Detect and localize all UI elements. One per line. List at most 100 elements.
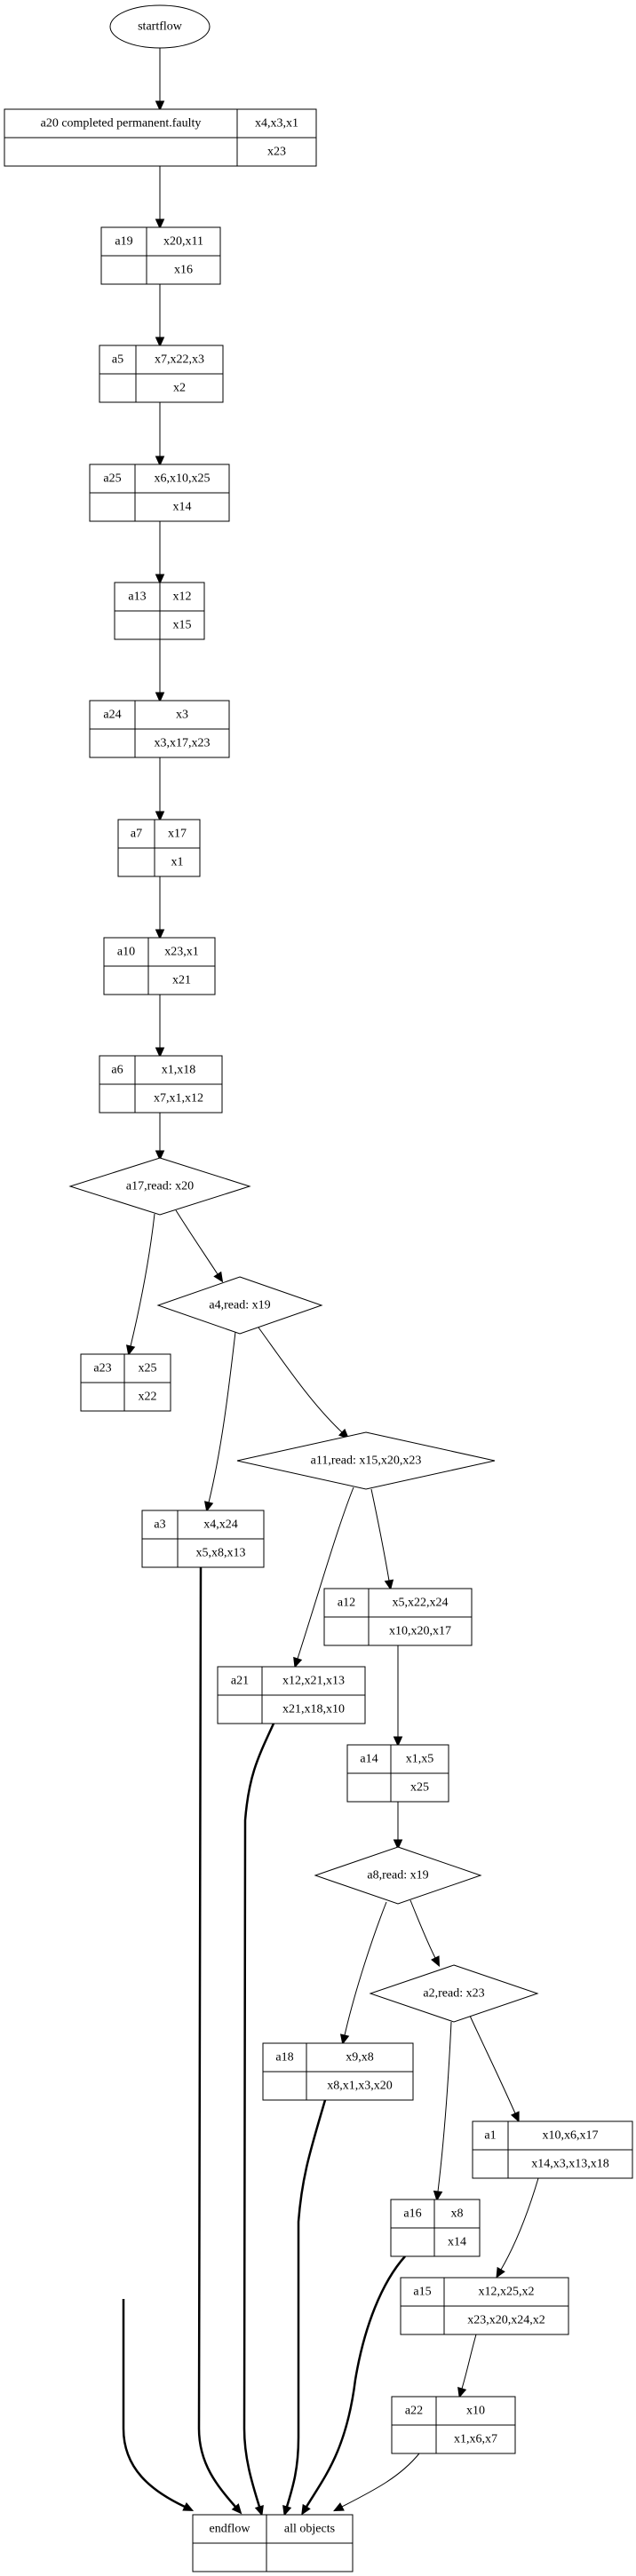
edge-a11-to-a12: [370, 1488, 394, 1591]
decision-label: a8,read: x19: [367, 1869, 428, 1882]
edge-a15-to-a22: [457, 2334, 477, 2398]
edge-a8-to-a2: [409, 1899, 440, 1968]
edge-a4-to-a11: [258, 1327, 350, 1439]
decision-a4[interactable]: a4,read: x19: [156, 1276, 323, 1335]
write-objects: x23,x20,x24,x2: [467, 2314, 545, 2327]
edge-line: [175, 1209, 219, 1275]
start-label: startflow: [138, 20, 183, 34]
arrowhead-icon: [384, 1579, 394, 1591]
node-a16[interactable]: a16 x8 x14: [390, 2199, 481, 2257]
read-objects: x23,x1: [164, 946, 199, 959]
edge-a12-to-a14: [393, 1645, 403, 1748]
edge-a23-to-endflow: [122, 2299, 195, 2511]
read-objects: x25: [139, 1362, 157, 1375]
arrowhead-icon: [282, 2504, 292, 2517]
edge-a8-to-a18: [339, 1901, 387, 2045]
arrowhead-icon: [433, 2190, 443, 2202]
read-objects: x7,x22,x3: [155, 353, 204, 367]
read-objects: x8: [451, 2207, 464, 2221]
edge-line: [297, 1486, 354, 1660]
read-objects: x4,x3,x1: [255, 117, 298, 131]
edge-a7-to-a10: [155, 876, 165, 940]
activity-label: a16: [403, 2207, 421, 2221]
edge-a17-to-a23: [125, 1213, 155, 1356]
activity-label: a21: [231, 1675, 249, 1688]
arrowhead-icon: [431, 1955, 440, 1968]
edges-layer: [122, 48, 539, 2517]
read-objects: x4,x24: [203, 1518, 238, 1532]
arrowhead-icon: [393, 1839, 403, 1851]
decision-a11[interactable]: a11,read: x15,x20,x23: [236, 1431, 496, 1490]
edge-line: [285, 2099, 327, 2508]
arrowhead-icon: [293, 1656, 303, 1668]
edge-a24-to-a7: [155, 757, 165, 822]
decision-a8[interactable]: a8,read: x19: [314, 1846, 482, 1905]
activity-label: a18: [275, 2051, 293, 2065]
edge-line: [341, 2453, 420, 2508]
activity-label: a1: [484, 2129, 496, 2143]
arrowhead-icon: [155, 574, 165, 585]
arrowhead-icon: [339, 2033, 350, 2045]
activity-label: a23: [93, 1362, 111, 1375]
edge-line: [437, 2021, 452, 2192]
edge-a20-to-a19: [155, 166, 165, 230]
activity-label: a3: [154, 1518, 165, 1532]
arrowhead-icon: [182, 2502, 195, 2511]
edge-a6-to-a17: [155, 1113, 165, 1161]
write-objects: x25: [410, 1781, 429, 1795]
edge-a2-to-a1: [469, 2015, 520, 2123]
activity-label: a5: [112, 353, 123, 367]
write-objects: x14: [448, 2236, 466, 2249]
decision-diamond: [236, 1431, 496, 1490]
read-objects: x6,x10,x25: [155, 472, 211, 486]
edge-line: [130, 1213, 155, 1347]
read-objects: x1,x18: [162, 1064, 196, 1077]
node-a5[interactable]: a5 x7,x22,x3 x2: [99, 345, 224, 403]
read-objects: x10,x6,x17: [543, 2129, 599, 2143]
read-objects: x9,x8: [346, 2051, 374, 2065]
read-objects: x1,x5: [406, 1753, 434, 1766]
edge-line: [461, 2334, 477, 2390]
decision-label: a4,read: x19: [209, 1299, 270, 1312]
activity-label: a13: [128, 590, 146, 604]
node-a25[interactable]: a25 x6,x10,x25 x14: [89, 464, 230, 522]
write-objects: x1,x6,x7: [454, 2433, 497, 2446]
arrowhead-icon: [125, 1344, 136, 1356]
write-objects: x2: [173, 382, 186, 395]
edge-line: [305, 2255, 406, 2508]
activity-label: a12: [338, 1597, 355, 1610]
activity-label: a25: [103, 472, 121, 486]
edge-a1-to-a15: [496, 2177, 539, 2279]
edge-line: [409, 1899, 436, 1959]
decision-diamond: [314, 1846, 482, 1905]
decision-a17[interactable]: a17,read: x20: [68, 1157, 251, 1216]
edge-line: [500, 2177, 539, 2271]
read-objects: x10: [466, 2405, 485, 2418]
decision-a2[interactable]: a2,read: x23: [369, 1964, 539, 2023]
edge-a11-to-a21: [293, 1486, 354, 1668]
arrowhead-icon: [155, 337, 165, 348]
node-startflow[interactable]: startflow: [109, 4, 211, 49]
activity-label: a6: [111, 1064, 123, 1077]
edge-a10-to-a6: [155, 995, 165, 1058]
write-objects: x14: [173, 501, 192, 514]
arrowhead-icon: [231, 2503, 242, 2515]
